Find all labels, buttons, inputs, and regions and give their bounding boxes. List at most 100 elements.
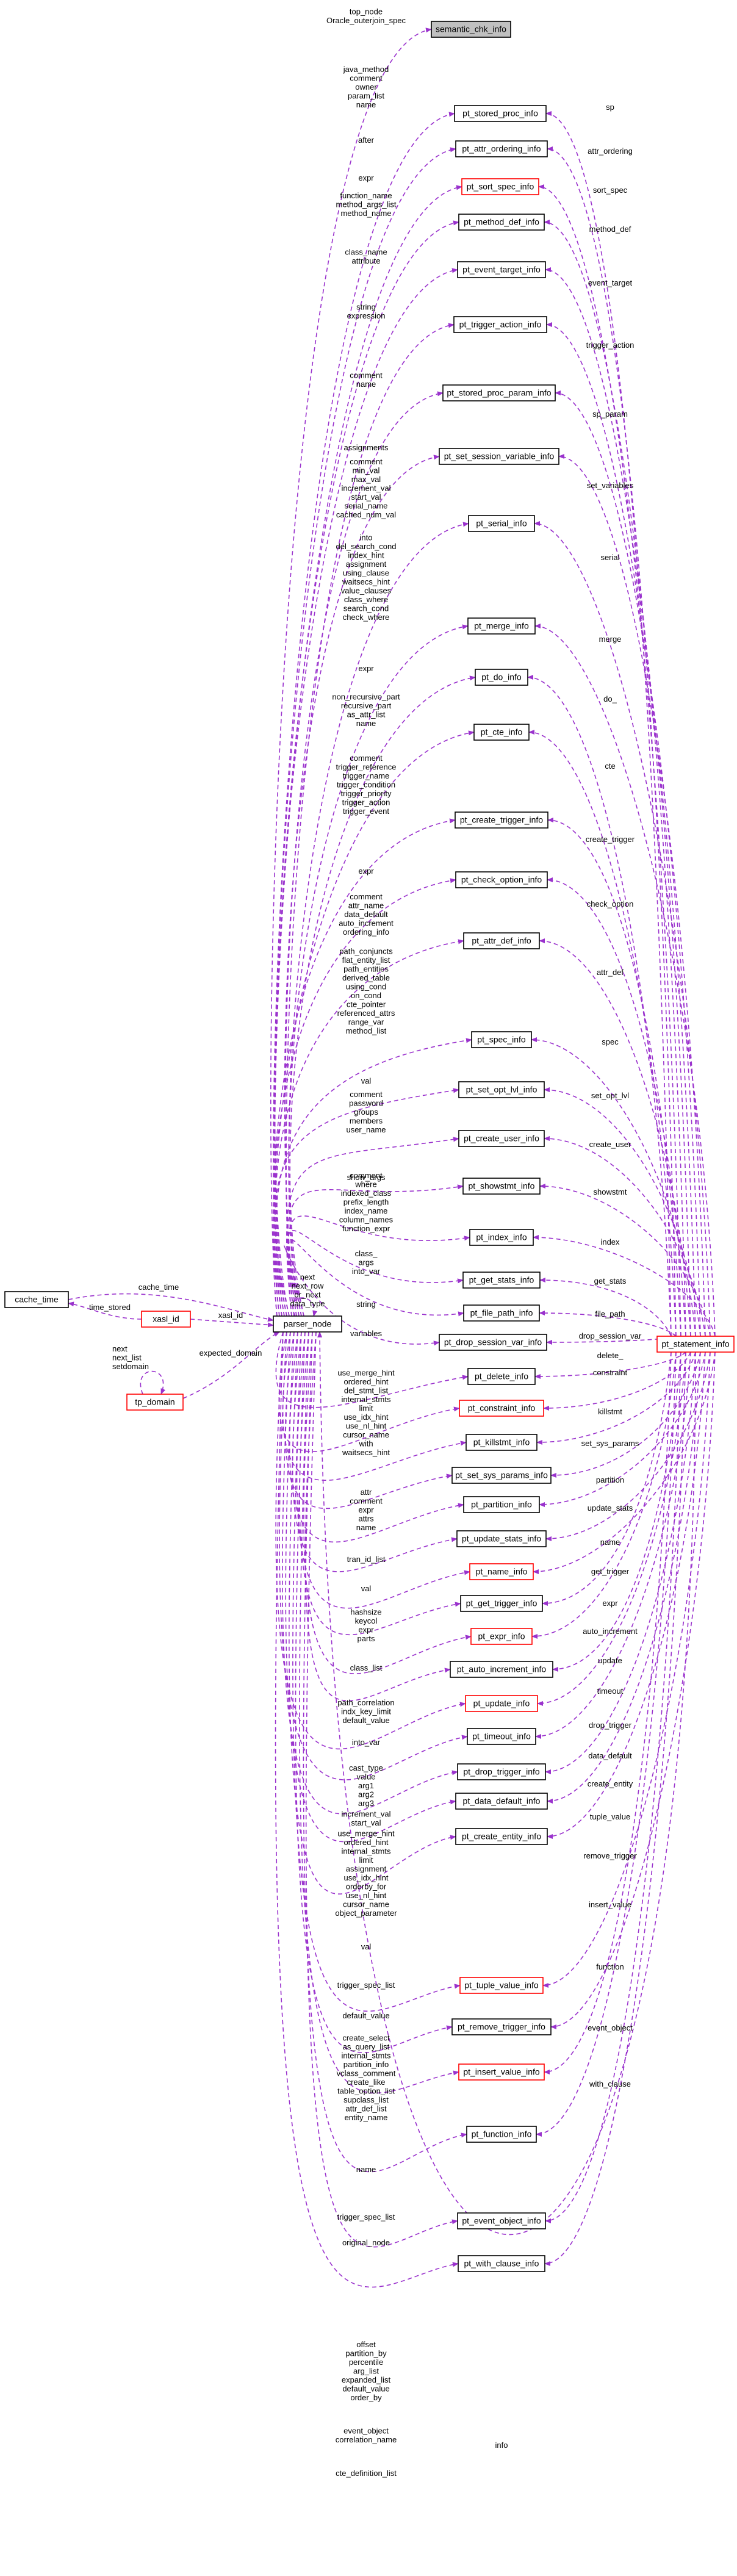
edge-label-line: max_val: [351, 475, 381, 484]
node-pt-cte-info[interactable]: pt_cte_info: [473, 724, 530, 741]
edge-label-r-tuple-value: tuple_value: [590, 1812, 631, 1821]
node-pt-delete-info[interactable]: pt_delete_info: [467, 1368, 536, 1385]
edge-statement-to-pt-expr-info: [531, 1351, 677, 1639]
edge-label-line: info: [495, 2441, 508, 2450]
node-pt-set-opt-lvl-info[interactable]: pt_set_opt_lvl_info: [458, 1081, 545, 1098]
node-box: [456, 1530, 547, 1547]
edge-label-line: expr: [358, 664, 374, 673]
node-pt-showstmt-info[interactable]: pt_showstmt_info: [462, 1178, 541, 1195]
edge-label-aoi-lbl: after: [358, 135, 375, 145]
node-label: pt_function_info: [472, 2129, 532, 2139]
node-pt-insert-value-info[interactable]: pt_insert_value_info: [458, 2063, 545, 2081]
node-box: [141, 1311, 191, 1328]
node-pt-drop-session-var-info[interactable]: pt_drop_session_var_info: [439, 1334, 547, 1351]
node-pt-set-session-variable-info[interactable]: pt_set_session_variable_info: [439, 448, 559, 465]
node-semantic-chk-info[interactable]: semantic_chk_info: [431, 21, 511, 38]
node-pt-update-info[interactable]: pt_update_info: [465, 1695, 538, 1712]
edge-statement-to-pt-stored-proc-param-info: [555, 390, 701, 1337]
node-box: [126, 1394, 184, 1411]
node-label: pt_serial_info: [476, 519, 527, 528]
node-pt-check-option-info[interactable]: pt_check_option_info: [455, 871, 548, 888]
node-pt-stored-proc-param-info[interactable]: pt_stored_proc_param_info: [442, 384, 556, 401]
edge-label-line: entity_name: [345, 2113, 388, 2122]
node-box: [461, 178, 539, 195]
edge-label-line: create_user: [589, 1140, 631, 1149]
node-pt-statement-info[interactable]: pt_statement_info: [656, 1336, 735, 1353]
node-pt-set-sys-params-info[interactable]: pt_set_sys_params_info: [451, 1467, 552, 1484]
node-pt-create-user-info[interactable]: pt_create_user_info: [458, 1130, 545, 1147]
edge-label-line: use_idx_hint: [344, 1873, 389, 1882]
node-pt-killstmt-info[interactable]: pt_killstmt_info: [466, 1434, 537, 1451]
edge-statement-to-pt-method-def-info: [544, 220, 686, 1337]
edge-label-line: class_: [355, 1249, 378, 1258]
node-pt-event-target-info[interactable]: pt_event_target_info: [457, 261, 546, 278]
node-pt-create-entity-info[interactable]: pt_create_entity_info: [455, 1828, 548, 1845]
edge-label-r-file-path: file_path: [595, 1309, 625, 1319]
node-xasl-id[interactable]: xasl_id: [141, 1311, 191, 1328]
edge-parser-node-to-pt-with-clause-info: [275, 1331, 459, 2288]
node-pt-constraint-info[interactable]: pt_constraint_info: [459, 1400, 544, 1417]
node-pt-trigger-action-info[interactable]: pt_trigger_action_info: [453, 316, 547, 333]
node-tp-domain[interactable]: tp_domain: [126, 1394, 184, 1411]
edge-label-r-showstmt: showstmt: [594, 1187, 627, 1196]
edge-label-line: column_names: [339, 1215, 394, 1225]
node-label: pt_method_def_info: [464, 217, 539, 227]
node-pt-do-info[interactable]: pt_do_info: [475, 669, 528, 686]
node-pt-expr-info[interactable]: pt_expr_info: [470, 1628, 533, 1645]
node-pt-event-object-info[interactable]: pt_event_object_info: [457, 2212, 546, 2229]
node-pt-partition-info[interactable]: pt_partition_info: [463, 1496, 540, 1513]
node-pt-tuple-value-info[interactable]: pt_tuple_value_info: [459, 1977, 544, 1994]
edge-label-line: set_sys_params: [581, 1439, 639, 1448]
node-box: [475, 669, 528, 686]
edge-label-line: cache_time: [138, 1283, 179, 1292]
edge-label-line: expanded_list: [342, 2375, 391, 2384]
node-pt-remove-trigger-info[interactable]: pt_remove_trigger_info: [451, 2018, 552, 2035]
node-pt-drop-trigger-info[interactable]: pt_drop_trigger_info: [457, 1763, 546, 1780]
node-box: [457, 1763, 546, 1780]
node-pt-attr-def-info[interactable]: pt_attr_def_info: [463, 932, 540, 949]
node-pt-get-stats-info[interactable]: pt_get_stats_info: [462, 1272, 541, 1289]
edge-label-line: param_list: [348, 92, 384, 101]
node-pt-file-path-info[interactable]: pt_file_path_info: [463, 1304, 540, 1322]
node-pt-name-info[interactable]: pt_name_info: [469, 1563, 534, 1580]
node-pt-serial-info[interactable]: pt_serial_info: [468, 515, 535, 532]
node-pt-index-info[interactable]: pt_index_info: [469, 1229, 534, 1246]
node-cache-time[interactable]: cache_time: [4, 1291, 69, 1308]
edge-label-coi-lbl: expr: [358, 866, 374, 876]
edge-label-fpi-lbl: string: [356, 1300, 376, 1309]
node-pt-timeout-info[interactable]: pt_timeout_info: [467, 1728, 536, 1745]
node-pt-spec-info[interactable]: pt_spec_info: [471, 1031, 532, 1048]
node-box: [463, 932, 540, 949]
edge-label-line: order_by: [350, 2393, 382, 2402]
node-pt-stored-proc-info[interactable]: pt_stored_proc_info: [454, 105, 547, 122]
edge-label-line: hashsize: [350, 1608, 381, 1617]
node-pt-sort-spec-info[interactable]: pt_sort_spec_info: [461, 178, 539, 195]
nodes-layer: semantic_chk_info pt_stored_proc_info pt_a…: [4, 21, 735, 2272]
edge-statement-to-pt-data-default-info: [547, 1351, 701, 1804]
edge-label-line: comment: [350, 892, 383, 901]
node-label: xasl_id: [153, 1314, 179, 1324]
node-pt-merge-info[interactable]: pt_merge_info: [467, 617, 536, 635]
edge-label-r-set-variables: set_variables: [587, 481, 634, 490]
edge-label-line: comment: [350, 1090, 383, 1099]
edge-label-line: cached_num_val: [336, 510, 396, 519]
edge-label-line: assignment: [346, 559, 387, 569]
node-pt-update-stats-info[interactable]: pt_update_stats_info: [456, 1530, 547, 1547]
edge-label-line: method_args_list: [336, 200, 397, 209]
node-pt-data-default-info[interactable]: pt_data_default_info: [455, 1793, 548, 1810]
edge-label-line: next_row: [292, 1281, 324, 1290]
node-pt-method-def-info[interactable]: pt_method_def_info: [458, 214, 545, 231]
edge-label-r-drop-session-var: drop_session_var: [579, 1331, 642, 1340]
node-pt-with-clause-info[interactable]: pt_with_clause_info: [458, 2255, 545, 2272]
node-pt-function-info[interactable]: pt_function_info: [466, 2126, 537, 2143]
edge-label-line: create_trigger: [586, 835, 635, 844]
edge-label-line: use_merge_hint: [337, 1369, 395, 1378]
node-pt-create-trigger-info[interactable]: pt_create_trigger_info: [455, 811, 548, 829]
node-pt-auto-increment-info[interactable]: pt_auto_increment_info: [450, 1661, 553, 1678]
node-box: [459, 1977, 544, 1994]
node-pt-get-trigger-info[interactable]: pt_get_trigger_info: [460, 1595, 543, 1612]
node-pt-attr-ordering-info[interactable]: pt_attr_ordering_info: [455, 140, 548, 157]
node-parser-node[interactable]: parser_node: [273, 1315, 342, 1333]
edge-statement-to-pt-set-sys-params-info: [550, 1351, 701, 1478]
